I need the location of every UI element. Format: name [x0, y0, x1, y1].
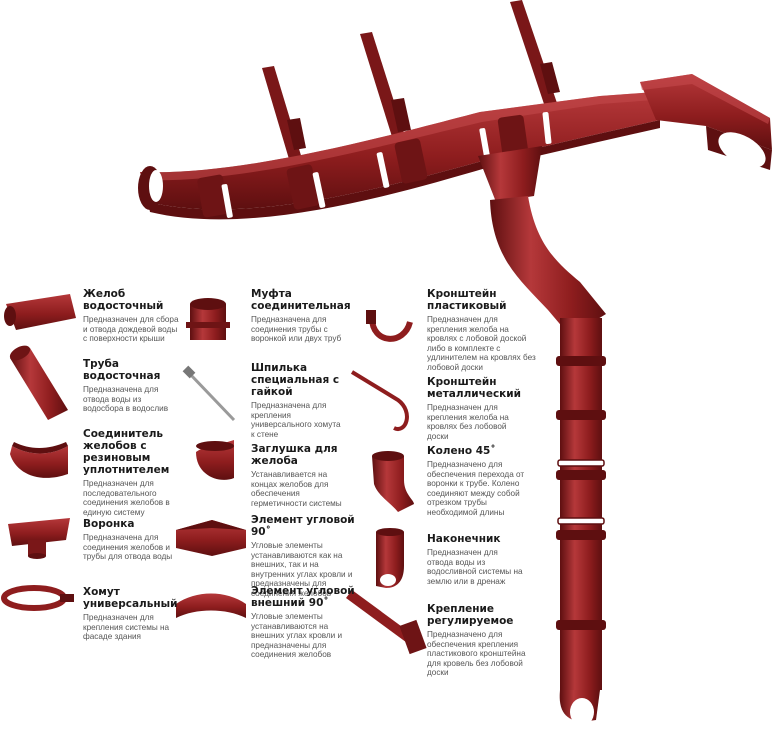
- item-bracket-plastic: Кронштейн пластиковый Предназначен для к…: [427, 288, 537, 373]
- item-title: Кронштейн пластиковый: [427, 288, 507, 312]
- gutter-connector-icon: [10, 442, 68, 478]
- item-pipe: Труба водосточная Предназначена для отво…: [83, 358, 173, 414]
- item-endcap: Заглушка для желоба Устанавливается на к…: [251, 443, 349, 508]
- item-title: Кронштейн металлический: [427, 376, 522, 400]
- item-pin: Шпилька специальная с гайкой Предназначе…: [251, 362, 341, 439]
- threaded-pin-icon: [182, 365, 236, 422]
- item-desc: Предназначен для сбора и отвода дождевой…: [83, 315, 179, 344]
- item-clamp: Хомут универсальный Предназначен для кре…: [83, 586, 183, 642]
- item-gutter: Желоб водосточный Предназначен для сбора…: [83, 288, 183, 344]
- item-desc: Угловые элементы устанавливаются как на …: [251, 541, 353, 598]
- outlet-icon: [376, 528, 404, 588]
- item-desc: Предназначен для крепления желоба на кро…: [427, 403, 509, 441]
- item-desc: Предназначена для крепления универсально…: [251, 401, 341, 439]
- gutter-icon: [4, 294, 76, 330]
- item-desc: Предназначено для обеспечения перехода о…: [427, 460, 525, 517]
- item-desc: Предназначен для крепления желоба на кро…: [427, 315, 536, 372]
- downpipe: [490, 196, 606, 726]
- end-cap-icon: [196, 440, 234, 480]
- hanger-rods: [262, 0, 560, 176]
- item-outlet: Наконечник Предназначен для отвода воды …: [427, 533, 525, 586]
- funnel-icon: [8, 518, 70, 559]
- item-adjustable: Крепление регулируемое Предназначено для…: [427, 603, 539, 678]
- item-title: Колено 45˚: [427, 445, 496, 457]
- item-corner: Элемент угловой 90˚ Угловые элементы уст…: [251, 514, 355, 599]
- item-desc: Предназначено для обеспечения крепления …: [427, 630, 526, 678]
- pipe-clamp-icon: [1, 585, 74, 611]
- item-desc: Предназначена для соединения желобов и т…: [83, 533, 173, 562]
- main-gutter: [138, 92, 660, 220]
- item-title: Труба водосточная: [83, 358, 161, 382]
- item-title: Крепление регулируемое: [427, 603, 514, 627]
- item-desc: Предназначена для отвода воды из водосбо…: [83, 385, 169, 414]
- item-title: Желоб водосточный: [83, 288, 164, 312]
- item-coupling: Муфта соединительная Предназначена для с…: [251, 288, 351, 344]
- item-bracket-metal: Кронштейн металлический Предназначен для…: [427, 376, 527, 441]
- item-title: Элемент угловой внешний 90˚: [251, 585, 355, 609]
- outer-corner-icon: [176, 593, 246, 618]
- item-title: Соединитель желобов с резиновым уплотнит…: [83, 428, 170, 476]
- item-desc: Предназначен для отвода воды из водослив…: [427, 548, 523, 586]
- elbow-45-icon: [372, 451, 414, 512]
- pipe-icon: [9, 345, 68, 420]
- item-elbow: Колено 45˚ Предназначено для обеспечения…: [427, 445, 527, 518]
- pipe-coupling-icon: [186, 298, 230, 340]
- item-desc: Устанавливается на концах желобов для об…: [251, 470, 342, 508]
- item-title: Хомут универсальный: [83, 586, 178, 610]
- item-title: Наконечник: [427, 533, 501, 545]
- funnel: [478, 146, 542, 202]
- item-connector: Соединитель желобов с резиновым уплотнит…: [83, 428, 181, 517]
- item-desc: Предназначена для соединения трубы с вор…: [251, 315, 342, 344]
- inner-corner-icon: [176, 520, 246, 556]
- metal-bracket-icon: [350, 370, 409, 431]
- item-title: Воронка: [83, 518, 135, 530]
- item-title: Шпилька специальная с гайкой: [251, 362, 340, 398]
- adjustable-mount-icon: [346, 590, 427, 655]
- item-title: Элемент угловой 90˚: [251, 514, 355, 538]
- item-title: Заглушка для желоба: [251, 443, 338, 467]
- corner-gutter: [640, 74, 772, 170]
- item-desc: Предназначен для крепления системы на фа…: [83, 613, 170, 642]
- item-corner-ext: Элемент угловой внешний 90˚ Угловые элем…: [251, 585, 355, 660]
- plastic-bracket-icon: [366, 310, 413, 342]
- item-funnel: Воронка Предназначена для соединения жел…: [83, 518, 173, 562]
- item-title: Муфта соединительная: [251, 288, 351, 312]
- item-desc: Предназначен для последовательного соеди…: [83, 479, 170, 517]
- item-desc: Угловые элементы устанавливаются на внеш…: [251, 612, 343, 660]
